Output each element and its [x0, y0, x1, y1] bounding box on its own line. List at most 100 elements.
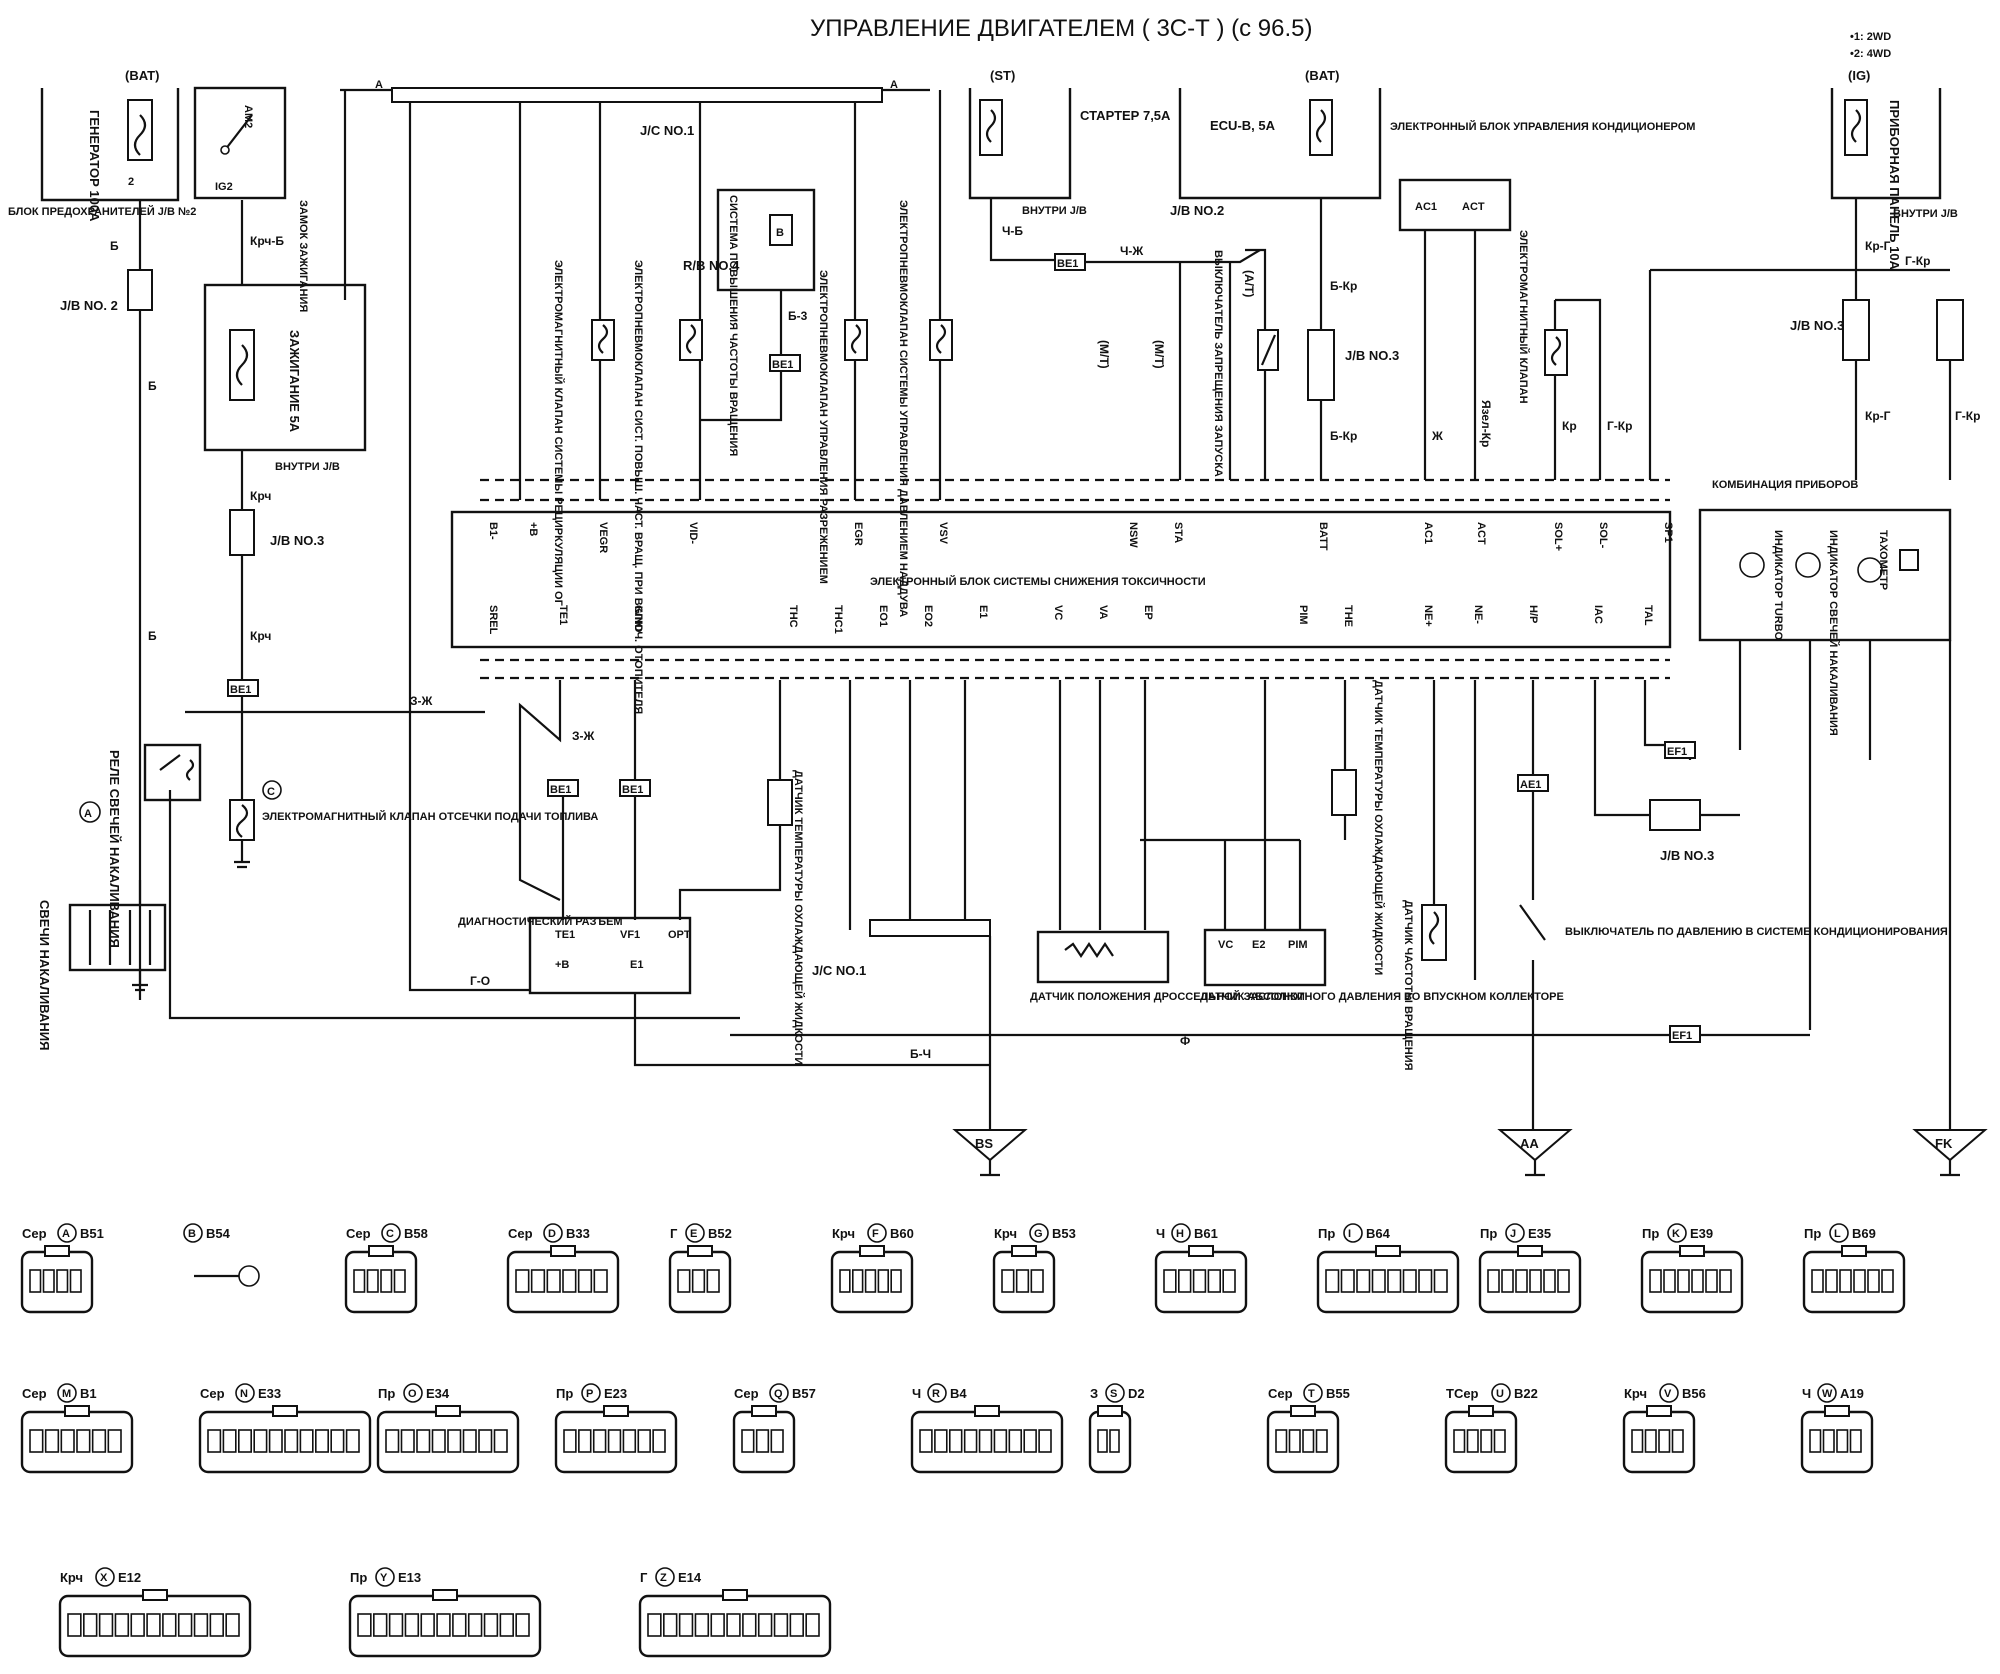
fuse-starter-label: СТАРТЕР 7,5А: [1080, 108, 1171, 123]
wire-bk2: Б-Кр: [1330, 429, 1357, 443]
connector-code: B22: [1514, 1386, 1538, 1401]
lower-section: BE1 BE1 З-Ж TE1 VF1 OPT +B E1 ДИАГНОСТИЧ…: [408, 680, 1948, 1130]
ecu-top-pin: SP1: [1662, 522, 1674, 543]
rb4: B R/B NO.4 СИСТЕМА ПОВЫШЕНИЯ ЧАСТОТЫ ВРА…: [683, 188, 816, 456]
fuse-ecub-label: ECU-B, 5А: [1210, 118, 1276, 133]
ecu-top-pin: +B: [527, 522, 539, 536]
ecu-top-pin: VID-: [687, 522, 699, 544]
ecu-top-pin: BATT: [1317, 522, 1329, 551]
ef1-b: EF1: [1672, 1030, 1692, 1042]
fuse-starter: (ST) СТАРТЕР 7,5А ВНУТРИ J/B BE1 Ч-Б Ч-Ж: [968, 68, 1261, 271]
connector-code: B33: [566, 1226, 590, 1241]
ecu-bottom-pin: H/P: [1527, 605, 1539, 623]
jb2-ecu-label: J/B NO.2: [1170, 203, 1224, 218]
connector-letter: J: [1510, 1228, 1516, 1240]
wire-kr1: Кр: [1562, 419, 1577, 433]
ecu-top-pin: B1-: [487, 522, 499, 540]
ecu-bottom-pin: TAL: [1642, 605, 1654, 626]
connector-code: B53: [1052, 1226, 1076, 1241]
connector-color: Пр: [1804, 1226, 1821, 1241]
wire-b2: Б: [148, 379, 157, 393]
wire-krg2: Кр-Г: [1865, 409, 1891, 423]
connector-color: Пр: [378, 1386, 395, 1401]
fuse-panel-tag: (IG): [1848, 68, 1870, 83]
ground-fk: FK: [1935, 1136, 1953, 1151]
svg-text:C: C: [267, 786, 275, 798]
connector-color: Сер: [346, 1226, 371, 1241]
wire-chzh: Ч-Ж: [1120, 244, 1143, 258]
connector-letter: U: [1496, 1388, 1504, 1400]
ignition-fuse-block: ЗАЖИГАНИЕ 5А ВНУТРИ J/B Крч-Б Крч J/B NO…: [203, 200, 367, 800]
wire-gkr1: Г-Кр: [1607, 419, 1632, 433]
ecu-top-pin: ACT: [1475, 522, 1487, 545]
ac-pin-ac1: AC1: [1415, 201, 1437, 213]
coolant-temp2-label: ДАТЧИК ТЕМПЕРАТУРЫ ОХЛАЖДАЮЩЕЙ ЖИДКОСТИ: [1372, 680, 1385, 975]
connector-color: Сер: [200, 1386, 225, 1401]
ecu-bottom-pin: SREL: [487, 605, 499, 635]
connector-letter: O: [408, 1388, 417, 1400]
jc1-top-label: J/C NO.1: [640, 123, 694, 138]
jb3-a-label: J/B NO.3: [270, 533, 324, 548]
valves-row: ЭЛЕКТРОМАГНИТНЫЙ КЛАПАН СИСТЕМЫ РЕЦИРКУЛ…: [552, 200, 953, 714]
connector-letter: Y: [380, 1572, 388, 1584]
connector-letter: N: [240, 1388, 248, 1400]
connector-letter: I: [1348, 1228, 1351, 1240]
ecu-bottom-pin: GIND: [632, 605, 644, 633]
ecu-bottom-pin: NE+: [1422, 605, 1434, 627]
connector-color: Сер: [1268, 1386, 1293, 1401]
ac-solenoid-label: ЭЛЕКТРОМАГНИТНЫЙ КЛАПАН: [1517, 230, 1530, 404]
map-e2: E2: [1252, 939, 1265, 951]
wire-yazkr: Язел-Кр: [1479, 400, 1493, 447]
left-chain: J/B NO. 2 Б Б Б: [60, 200, 157, 1000]
wire-krch2: Крч: [250, 629, 271, 643]
ecu-bottom-pin: THC1: [832, 605, 844, 634]
jb3-c-label: J/B NO.3: [1790, 318, 1844, 333]
fuse-ecub-tag: (BAT): [1305, 68, 1339, 83]
fuse-ecub: (BAT) ECU-B, 5А J/B NO.2 J/B NO.3 Б-Кр Б…: [1170, 68, 1399, 480]
boost-valve-label: ЭЛЕКТРОПНЕВМОКЛАПАН СИСТЕМЫ УПРАВЛЕНИЯ Д…: [897, 200, 909, 617]
connector-code: B54: [206, 1226, 231, 1241]
ecu-bottom-pin: THE: [1342, 605, 1354, 627]
be1-e: BE1: [622, 784, 643, 796]
be1-d: BE1: [550, 784, 571, 796]
connector-code: E33: [258, 1386, 281, 1401]
fuse-panel-label: ПРИБОРНАЯ ПАНЕЛЬ 10А: [1887, 100, 1902, 271]
diag-opt: OPT: [668, 929, 691, 941]
connector-code: B55: [1326, 1386, 1350, 1401]
connector-code: B61: [1194, 1226, 1218, 1241]
connector-letter: Z: [660, 1572, 667, 1584]
fuse-panel: (IG) ПРИБОРНАЯ ПАНЕЛЬ 10А ВНУТРИ J/B J/B…: [1648, 68, 1980, 480]
map-pim: PIM: [1288, 939, 1308, 951]
wire-krch1: Крч: [250, 489, 271, 503]
connector-color: Ч: [1156, 1226, 1165, 1241]
connector-code: B52: [708, 1226, 732, 1241]
connector-letter: P: [586, 1388, 593, 1400]
legend-4wd: •2: 4WD: [1850, 48, 1891, 60]
connector-letter: D: [548, 1228, 556, 1240]
ef1-a: EF1: [1667, 746, 1687, 758]
connector-color: Ч: [1802, 1386, 1811, 1401]
connector-color: Сер: [22, 1226, 47, 1241]
connector-letter: L: [1834, 1228, 1841, 1240]
glow-section: РЕЛЕ СВЕЧЕЙ НАКАЛИВАНИЯ A C ЭЛЕКТРОМАГНИ…: [37, 694, 740, 1050]
connector-color: Пр: [1480, 1226, 1497, 1241]
connector-color: З: [1090, 1386, 1098, 1401]
ecu-top-pin: NSW: [1127, 522, 1139, 548]
inside-jb-1: ВНУТРИ J/B: [275, 461, 340, 473]
connector-code: E14: [678, 1570, 702, 1585]
ecu-top-pin: SOL-: [1597, 522, 1609, 549]
connector-letter: R: [932, 1388, 940, 1400]
ecu-top-pin: VEGR: [597, 522, 609, 553]
